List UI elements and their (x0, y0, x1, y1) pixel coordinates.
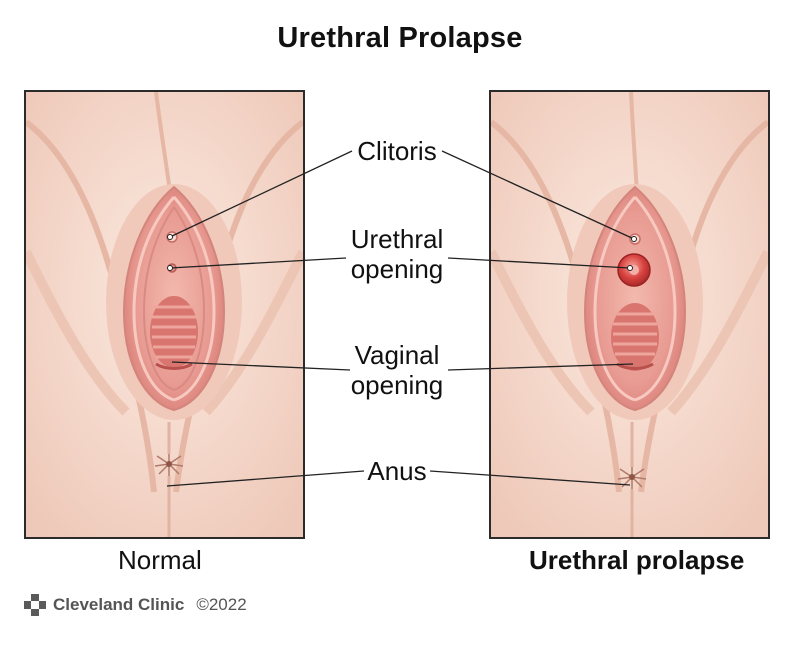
leader-clitoris-left (169, 150, 353, 238)
label-urethral-line-1: Urethral (350, 224, 444, 254)
pointer-clitoris-left (167, 234, 173, 240)
brand-name: Cleveland Clinic (53, 595, 185, 614)
leader-vaginal-left (171, 361, 351, 371)
pointer-clitoris-right (631, 236, 637, 242)
leader-anus-right (429, 470, 631, 486)
caption-urethral-prolapse: Urethral prolapse (529, 545, 745, 575)
label-vaginal-opening: Vaginal opening (342, 340, 452, 400)
label-anus-text: Anus (367, 456, 427, 486)
leader-urethral-left (169, 257, 347, 269)
leader-urethral-right (447, 257, 631, 269)
diagram-title: Urethral Prolapse (277, 22, 523, 54)
caption-normal: Normal (118, 545, 202, 575)
illustration-urethral-prolapse (489, 90, 770, 539)
leader-clitoris-right (441, 150, 635, 240)
label-anus: Anus (362, 456, 432, 486)
cleveland-clinic-logo-icon (24, 594, 46, 616)
footer-credit: Cleveland Clinic ©2022 (24, 593, 247, 617)
pointer-urethral-right (627, 265, 633, 271)
copyright: ©2022 (196, 595, 247, 614)
label-urethral-opening: Urethral opening (342, 224, 452, 284)
label-vaginal-line-1: Vaginal (354, 340, 440, 370)
label-urethral-line-2: opening (350, 254, 444, 284)
pointer-urethral-left (167, 265, 173, 271)
label-clitoris-text: Clitoris (357, 136, 437, 166)
illustration-normal (24, 90, 305, 539)
leader-vaginal-right (447, 363, 634, 371)
leader-anus-left (166, 470, 365, 487)
label-vaginal-line-2: opening (350, 370, 444, 400)
label-clitoris: Clitoris (352, 136, 442, 166)
